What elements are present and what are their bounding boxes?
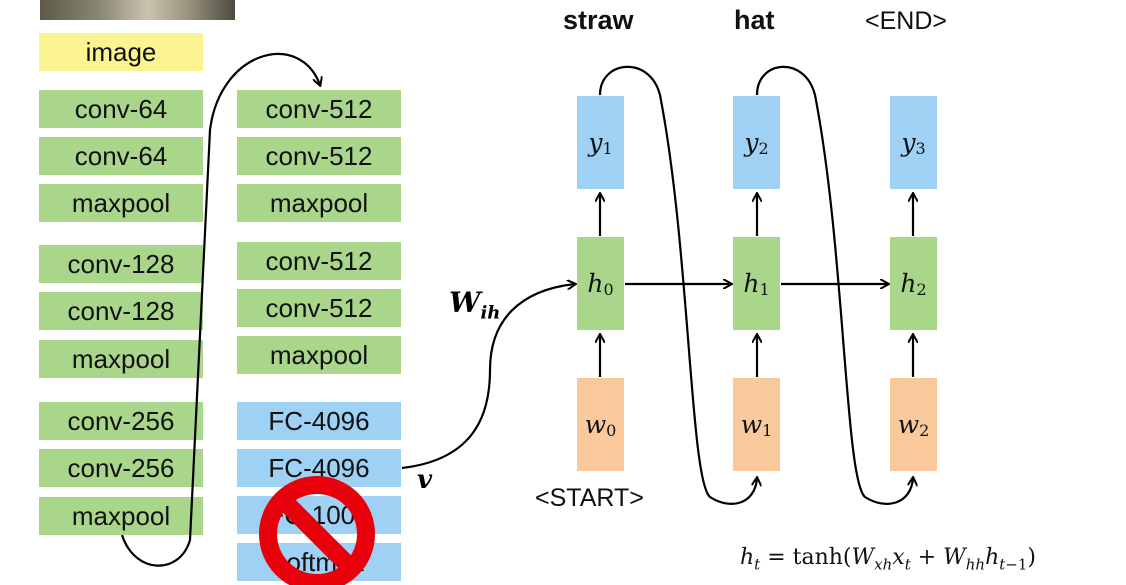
projection-weight-label: Wih bbox=[449, 286, 501, 324]
vgg-layer: conv-128 bbox=[39, 245, 203, 283]
vgg-layer: maxpool bbox=[39, 184, 203, 222]
prohibited-icon bbox=[259, 476, 375, 585]
recurrence-equation: ht = tanh(Wxhxt + Whhht−1) bbox=[740, 545, 1037, 574]
vgg-layer: conv-256 bbox=[39, 402, 203, 440]
vgg-flow-curve bbox=[120, 52, 320, 567]
vgg-layer: conv-512 bbox=[237, 137, 401, 175]
vgg-layer: conv-256 bbox=[39, 449, 203, 487]
output-word: straw bbox=[563, 5, 634, 35]
fc-layer: FC-4096 bbox=[237, 402, 401, 440]
feature-vector-label: v bbox=[417, 465, 433, 495]
vgg-layer: maxpool bbox=[39, 497, 203, 535]
vgg-layer: conv-128 bbox=[39, 292, 203, 330]
end-token: <END> bbox=[865, 7, 947, 35]
input-photo bbox=[40, 0, 235, 20]
vgg-layer: maxpool bbox=[237, 336, 401, 374]
vgg-layer: conv-512 bbox=[237, 289, 401, 327]
image-feature-curve bbox=[401, 284, 575, 470]
vgg-layer: maxpool bbox=[39, 340, 203, 378]
vgg-layer: conv-512 bbox=[237, 90, 401, 128]
vgg-layer: maxpool bbox=[237, 184, 401, 222]
image-box: image bbox=[39, 33, 203, 71]
feedback-y1-w1 bbox=[598, 65, 757, 505]
vgg-layer: conv-512 bbox=[237, 242, 401, 280]
feedback-y2-w2 bbox=[755, 65, 913, 505]
output-word: hat bbox=[734, 5, 775, 35]
vgg-layer: conv-64 bbox=[39, 137, 203, 175]
start-token: <START> bbox=[535, 484, 644, 512]
vgg-layer: conv-64 bbox=[39, 90, 203, 128]
